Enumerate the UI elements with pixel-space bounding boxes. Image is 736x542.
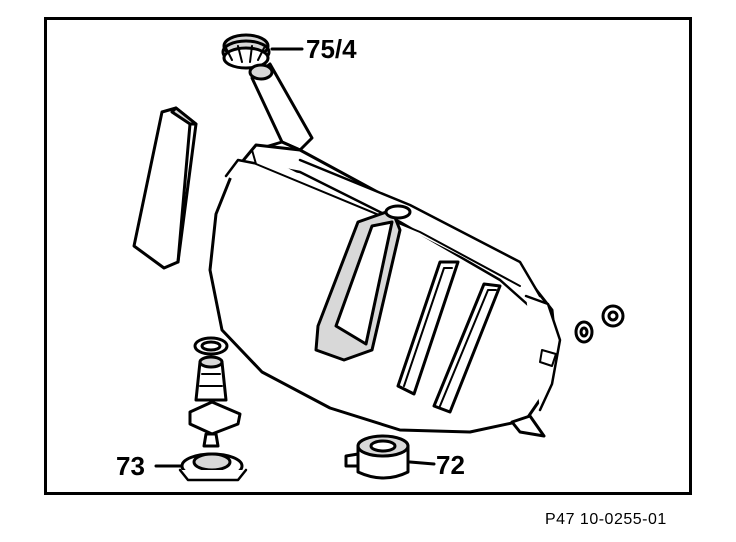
callout-label-75-4: 75/4 — [306, 34, 357, 64]
washer-and-nut-part — [574, 304, 625, 344]
gasket-73-part — [178, 452, 248, 482]
callout-label-72: 72 — [436, 450, 465, 480]
drain-filter-part — [188, 336, 242, 448]
figure-reference-code: P47 10-0255-01 — [545, 511, 667, 528]
leader-line-72 — [408, 460, 436, 466]
reservoir-tank-part — [208, 143, 562, 438]
filler-cap-part — [221, 33, 271, 70]
callout-label-73: 73 — [116, 451, 145, 481]
foam-strip-part — [132, 106, 198, 270]
pump-cap-part — [344, 434, 410, 480]
